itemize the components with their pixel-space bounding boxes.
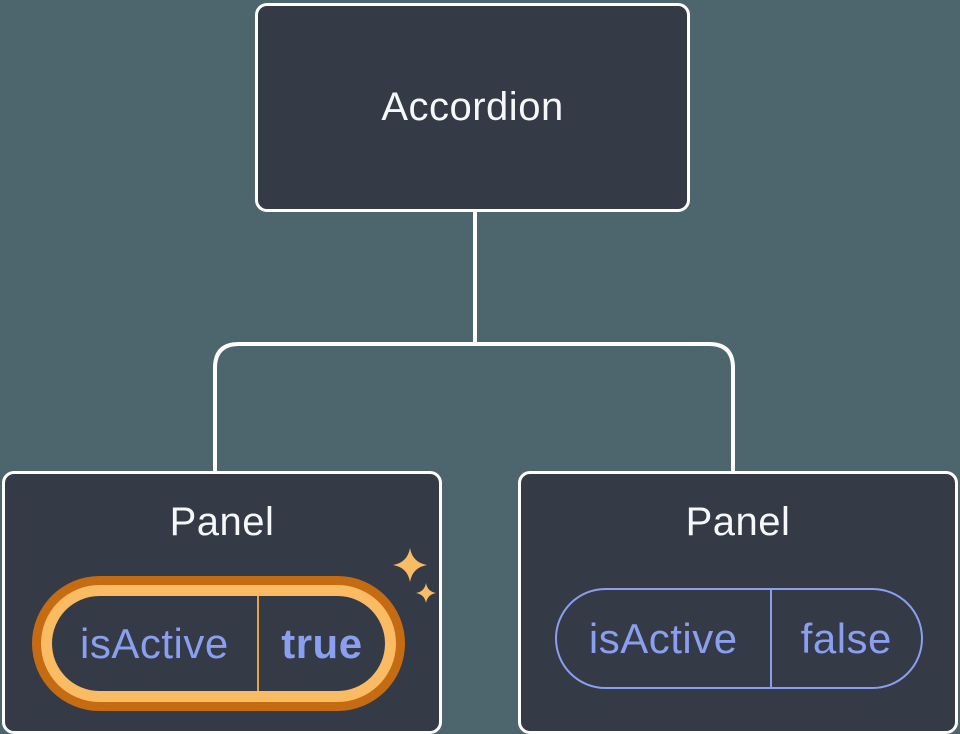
sparkle-icon bbox=[393, 548, 436, 603]
sparkle-small bbox=[416, 583, 436, 603]
state-pill-inactive: isActive false bbox=[555, 588, 923, 689]
state-pill-active-body: isActive true bbox=[52, 596, 385, 691]
panel-node-label: Panel bbox=[169, 500, 275, 544]
accordion-node: Accordion bbox=[255, 3, 690, 212]
connector-bracket bbox=[213, 342, 735, 474]
pill-divider bbox=[256, 596, 259, 691]
state-prop-value: true bbox=[281, 619, 363, 667]
state-pill-active-ring: isActive true bbox=[41, 585, 396, 702]
panel-node-active: Panel isActive true bbox=[2, 471, 442, 734]
accordion-node-label: Accordion bbox=[381, 85, 564, 129]
panel-node-label: Panel bbox=[685, 500, 791, 544]
state-prop-name: isActive bbox=[80, 619, 229, 667]
panel-node-inactive: Panel isActive false bbox=[518, 471, 958, 734]
state-prop-name: isActive bbox=[588, 614, 738, 662]
sparkle-large bbox=[393, 548, 427, 582]
pill-divider bbox=[769, 590, 772, 687]
state-pill-active: isActive true bbox=[32, 576, 405, 711]
state-prop-value: false bbox=[800, 614, 892, 662]
